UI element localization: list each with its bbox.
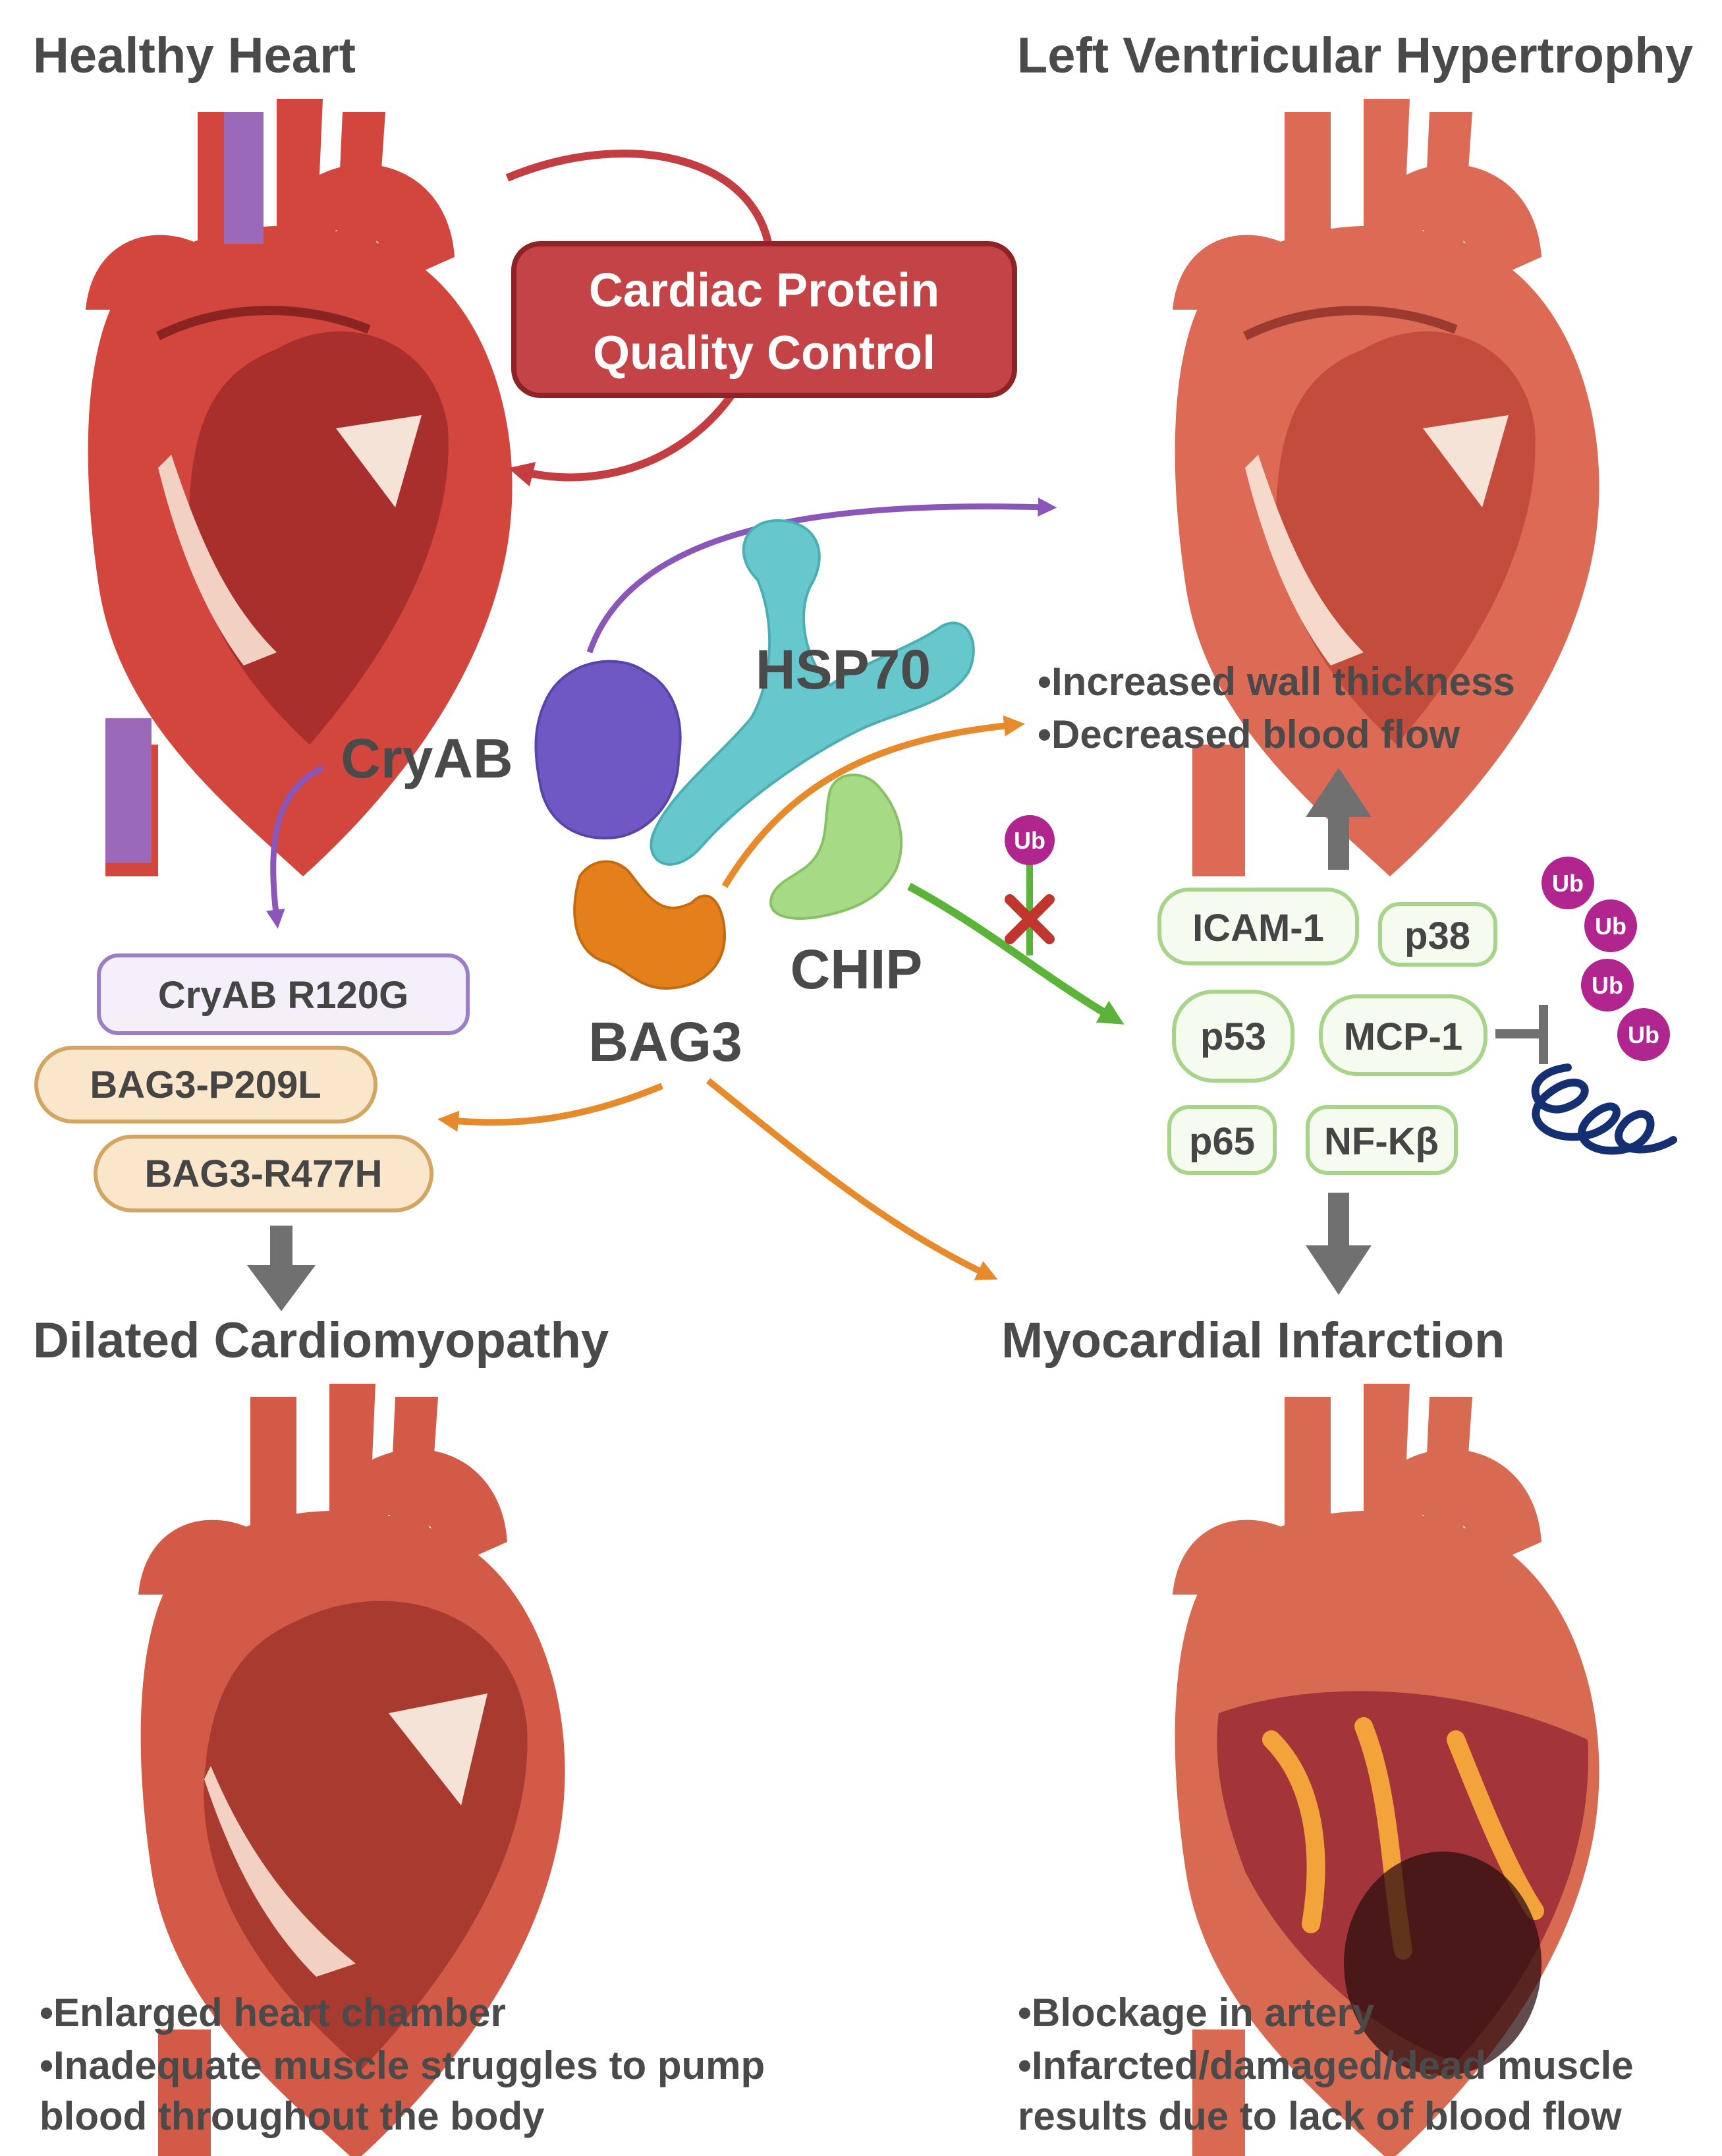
signal-box-mcp1: MCP-1 — [1319, 994, 1487, 1076]
hsp70-protein-shape — [650, 519, 975, 866]
signal-box-icam1: ICAM-1 — [1157, 888, 1359, 965]
mutation-box-cryab: CryAB R120G — [97, 953, 470, 1035]
signal-box-nfkb: NF-Kβ — [1306, 1105, 1458, 1175]
mi-heart-illustration — [1173, 1384, 1599, 2156]
chip-label: CHIP — [791, 938, 923, 1000]
svg-text:Ub: Ub — [1552, 870, 1584, 897]
quality-control-box: Cardiac Protein Quality Control — [511, 241, 1017, 398]
lvh-heart-illustration — [1173, 99, 1599, 876]
svg-text:blood throughout the body: blood throughout the body — [40, 2094, 545, 2138]
chip-protein-shape — [769, 774, 903, 920]
ub-label: Ub — [1014, 827, 1045, 854]
svg-text:Ub: Ub — [1595, 913, 1626, 940]
svg-text:•Decreased blood flow: •Decreased blood flow — [1038, 712, 1460, 756]
svg-text:BAG3-R477H: BAG3-R477H — [145, 1152, 383, 1195]
arrow-chip-to-signaling — [907, 882, 1125, 1025]
svg-text:•Inadequate muscle struggles t: •Inadequate muscle struggles to pump — [40, 2043, 765, 2087]
quality-control-line2: Quality Control — [593, 327, 935, 380]
lvh-title: Left Ventricular Hypertrophy — [1017, 28, 1693, 84]
svg-text:MCP-1: MCP-1 — [1344, 1015, 1462, 1058]
arrow-cryab-to-lvh — [586, 497, 1057, 654]
svg-text:ICAM-1: ICAM-1 — [1192, 907, 1324, 950]
arrow-bag3-to-mutations — [437, 1083, 663, 1132]
svg-text:CryAB R120G: CryAB R120G — [158, 974, 408, 1017]
inhibition-symbol — [1495, 1005, 1548, 1064]
ubiquitin-single: Ub — [1005, 815, 1055, 955]
dcm-title: Dilated Cardiomyopathy — [33, 1313, 609, 1369]
signal-box-p38: p38 — [1378, 902, 1497, 967]
arrow-bag3-to-lvh — [721, 715, 1025, 888]
hsp70-label: HSP70 — [756, 638, 931, 700]
bag3-protein-shape — [573, 860, 727, 990]
bag3-label: BAG3 — [588, 1011, 742, 1073]
svg-text:•Blockage in artery: •Blockage in artery — [1018, 1991, 1375, 2035]
mi-bullets: •Blockage in artery •Infarcted/damaged/d… — [1018, 1991, 1634, 2138]
arrow-bag3-to-mi — [706, 1078, 998, 1280]
svg-text:Ub: Ub — [1592, 972, 1623, 999]
mi-title: Myocardial Infarction — [1001, 1313, 1505, 1369]
mutation-box-bag3-r477h: BAG3-R477H — [94, 1135, 433, 1212]
signal-box-p53: p53 — [1172, 990, 1294, 1083]
dcm-bullets: •Enlarged heart chamber •Inadequate musc… — [40, 1991, 765, 2138]
arrow-signaling-to-mi — [1306, 1193, 1372, 1295]
cryab-label: CryAB — [341, 727, 513, 789]
healthy-heart-illustration — [86, 99, 513, 876]
svg-text:p38: p38 — [1404, 915, 1470, 957]
arrow-signaling-to-lvh — [1306, 768, 1372, 870]
svg-text:p53: p53 — [1200, 1015, 1266, 1058]
svg-text:•Increased wall thickness: •Increased wall thickness — [1038, 660, 1515, 704]
misfolded-protein-coil — [1531, 1064, 1677, 1155]
svg-text:Ub: Ub — [1628, 1021, 1659, 1048]
dcm-heart-illustration — [138, 1384, 565, 2156]
arrow-cryab-to-mutations — [265, 764, 325, 929]
svg-text:•Enlarged heart chamber: •Enlarged heart chamber — [40, 1991, 506, 2035]
svg-text:BAG3-P209L: BAG3-P209L — [90, 1064, 321, 1106]
arrow-mutations-to-dcm — [247, 1226, 316, 1311]
quality-control-line1: Cardiac Protein — [589, 264, 939, 317]
svg-text:p65: p65 — [1189, 1120, 1255, 1163]
mutation-box-bag3-p209l: BAG3-P209L — [34, 1046, 377, 1123]
lvh-bullets: •Increased wall thickness •Decreased blo… — [1038, 660, 1515, 756]
svg-text:•Infarcted/damaged/dead muscle: •Infarcted/damaged/dead muscle — [1018, 2043, 1634, 2087]
svg-text:NF-Kβ: NF-Kβ — [1324, 1120, 1439, 1163]
signal-box-p65: p65 — [1167, 1105, 1277, 1175]
svg-text:results due to lack of blood f: results due to lack of blood flow — [1018, 2094, 1622, 2138]
healthy-heart-title: Healthy Heart — [33, 28, 356, 84]
cryab-protein-shape — [534, 660, 682, 839]
ubiquitin-chain: Ub Ub Ub Ub — [1541, 857, 1670, 1061]
